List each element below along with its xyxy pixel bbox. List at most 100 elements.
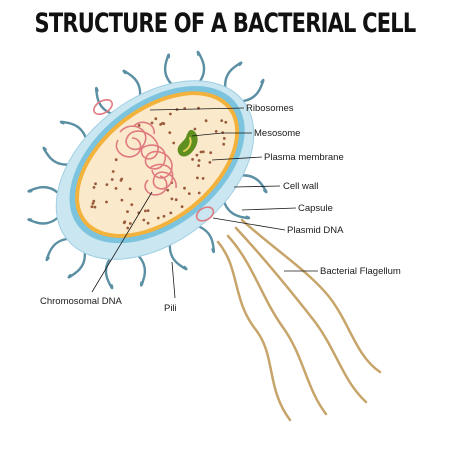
label-ribosomes: Ribosomes: [246, 103, 294, 114]
pilus: [168, 244, 188, 271]
pilus: [27, 216, 59, 225]
ribosome-dot: [191, 158, 195, 161]
ribosome-dot: [169, 112, 172, 116]
pilus: [137, 255, 147, 287]
ribosome-dot: [111, 170, 115, 173]
label-cell-wall: Cell wall: [283, 181, 318, 192]
ribosome-dot: [201, 177, 205, 180]
pilus: [67, 251, 87, 279]
ribosome-dot: [90, 205, 94, 209]
diagram-title: STRUCTURE OF A BACTERIAL CELL: [34, 8, 417, 38]
pilus: [163, 53, 173, 85]
ribosome-dot: [172, 141, 176, 145]
label-plasmid-dna: Plasmid DNA: [287, 225, 344, 236]
leader-plasma-membrane: [211, 156, 263, 161]
ribosome-dot: [222, 142, 226, 146]
ribosome-dot: [174, 198, 178, 202]
mesosome-shape: [177, 129, 198, 157]
ribosome-dot: [159, 123, 163, 126]
ribosome-dot: [170, 197, 174, 201]
plasmid-dna-ring-top: [93, 98, 113, 116]
ribosome-dot: [156, 216, 160, 220]
ribosome-dot: [220, 119, 224, 122]
ribosome-dot: [183, 186, 186, 190]
mesosome-highlight: [183, 137, 192, 152]
ribosome-dot: [197, 191, 201, 195]
ribosome-dot: [199, 150, 203, 154]
ribosome-dot: [92, 186, 96, 189]
ribosome-dot: [105, 200, 108, 204]
ribosome-dot: [142, 218, 146, 222]
flagellum-4: [240, 218, 382, 374]
ribosome-dot: [162, 122, 166, 125]
ribosome-dot: [162, 214, 166, 218]
label-pili: Pili: [164, 303, 177, 314]
ribosome-dot: [224, 120, 228, 124]
pilus: [94, 86, 112, 115]
ribosome-dot: [123, 220, 127, 224]
ribosome-dot: [120, 198, 124, 202]
label-capsule: Capsule: [298, 203, 333, 214]
leader-cell-wall: [233, 185, 281, 188]
flagella: [216, 218, 382, 422]
pili-group: [27, 50, 268, 290]
ribosome-dot: [222, 137, 226, 140]
ribosome-dot: [168, 131, 172, 135]
leader-chromosomal-dna: [91, 191, 153, 293]
label-chromosomal-dna: Chromosomal DNA: [40, 296, 122, 307]
ribosome-dot: [128, 187, 132, 191]
pilus: [242, 78, 265, 103]
pilus: [42, 146, 69, 166]
cell-body: [55, 80, 255, 260]
ribosome-dot: [114, 158, 118, 162]
ribosome-dot: [214, 130, 218, 133]
ribosome-dot: [128, 222, 132, 225]
ribosome-dot: [180, 205, 184, 209]
flagellum-3: [234, 226, 368, 404]
pilus: [223, 201, 251, 220]
ribosome-dot: [195, 153, 199, 157]
ribosome-dot: [110, 178, 114, 181]
chromosomal-dna-tangle: [115, 121, 177, 196]
leader-pili: [171, 261, 176, 299]
leader-capsule: [241, 207, 297, 211]
pilus: [59, 120, 87, 139]
flagellum-1: [216, 240, 292, 422]
ribosome-dot: [114, 187, 118, 190]
ribosome-dot: [197, 164, 201, 168]
ribosome-dot: [126, 210, 129, 214]
ribosome-dot: [208, 161, 212, 164]
leader-plasmid-dna: [212, 217, 286, 231]
ribosome-dot: [166, 188, 170, 192]
ribosome-dot: [209, 151, 213, 155]
leader-lines: [91, 107, 318, 299]
pilus: [198, 225, 216, 254]
ribosome-dot: [120, 177, 124, 181]
ribosome-dot: [137, 124, 141, 127]
ribosome-dot: [150, 121, 154, 125]
ribosome-dot: [144, 209, 147, 213]
ribosome-dot: [146, 221, 150, 225]
pilus: [27, 185, 59, 194]
ribosome-dot: [196, 176, 199, 180]
ribosome-dot: [197, 159, 201, 162]
ribosome-dot: [94, 182, 97, 186]
label-bacterial-flagellum: Bacterial Flagellum: [320, 266, 401, 277]
ribosome-dot: [201, 150, 205, 154]
pilus: [122, 69, 142, 96]
ribosome-dot: [169, 211, 173, 215]
label-plasma-membrane: Plasma membrane: [264, 152, 344, 163]
pilus: [241, 174, 268, 194]
ribosome-dot: [92, 199, 96, 203]
label-mesosome: Mesosome: [254, 128, 300, 139]
pilus: [196, 50, 206, 83]
ribosome-dot: [204, 119, 208, 123]
flagellum-2: [226, 234, 328, 416]
ribosome-dot: [130, 203, 134, 207]
ribosome-dot: [126, 226, 130, 230]
leader-ribosomes: [149, 107, 245, 111]
ribosome-dot: [193, 127, 197, 131]
pilus: [223, 61, 243, 89]
ribosome-dot: [105, 183, 109, 187]
